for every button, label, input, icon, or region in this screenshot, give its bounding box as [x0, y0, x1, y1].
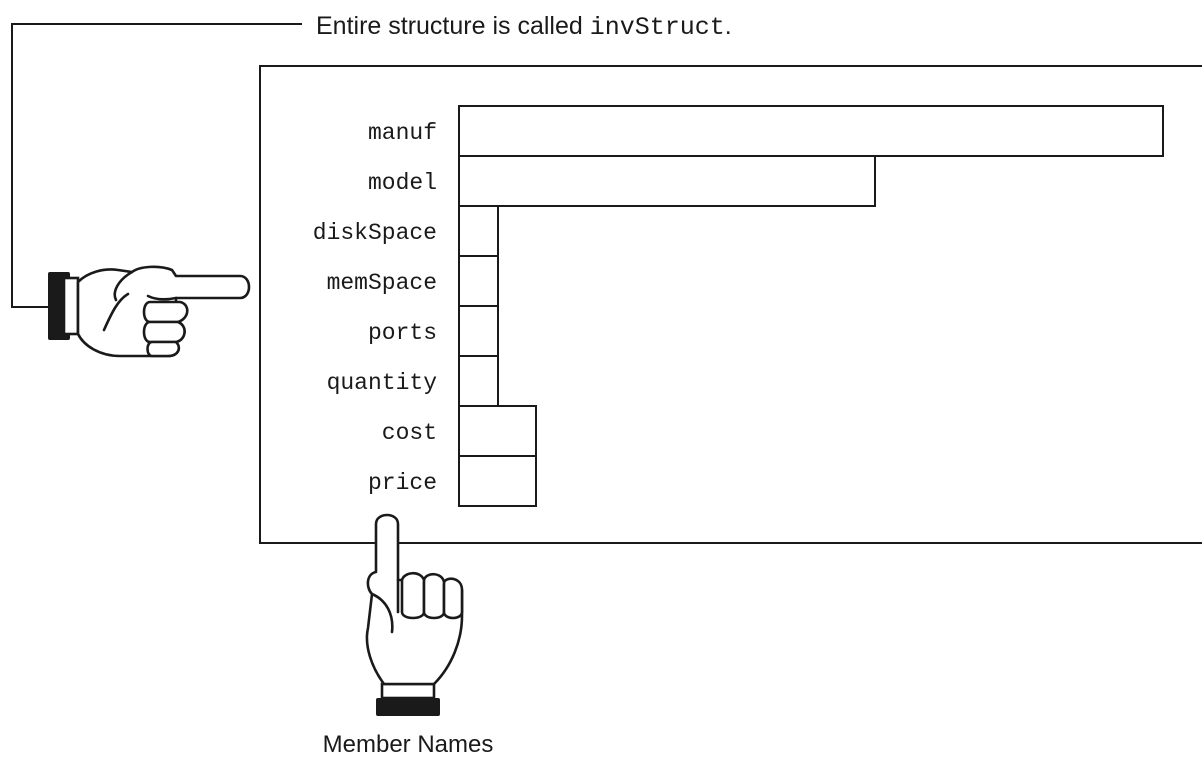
caption-connector-line: [11, 23, 302, 308]
member-row-diskspace: diskSpace: [313, 205, 499, 257]
member-name: ports: [368, 320, 437, 346]
member-names-label: Member Names: [323, 731, 494, 758]
pointing-hand-right-icon: [48, 265, 251, 358]
member-box: [458, 405, 537, 457]
member-box: [458, 355, 499, 407]
member-box: [458, 255, 499, 307]
structure-outline: [259, 65, 1202, 544]
member-row-ports: ports: [368, 305, 499, 357]
member-name: price: [368, 470, 437, 496]
member-box: [458, 205, 499, 257]
member-list: manuf model diskSpace memSpace ports quantity…: [313, 105, 1164, 507]
member-row-model: model: [368, 155, 876, 207]
structure-caption: Entire structure is called invStruct.: [316, 12, 732, 42]
member-row-manuf: manuf: [368, 105, 1164, 157]
member-row-quantity: quantity: [327, 355, 499, 407]
member-row-cost: cost: [382, 405, 537, 457]
member-box: [458, 105, 1164, 157]
caption-suffix: .: [725, 12, 732, 40]
member-name: quantity: [327, 370, 438, 396]
member-box: [458, 455, 537, 507]
member-row-price: price: [368, 455, 537, 507]
member-row-memspace: memSpace: [327, 255, 499, 307]
caption-struct-name: invStruct: [590, 13, 725, 42]
member-name: model: [368, 170, 437, 196]
member-name: memSpace: [327, 270, 437, 296]
caption-prefix: Entire structure is called: [316, 12, 590, 40]
member-name: manuf: [368, 120, 437, 146]
pointing-hand-up-icon: [365, 513, 464, 716]
member-name: cost: [382, 420, 437, 446]
member-name: diskSpace: [313, 220, 437, 246]
member-box: [458, 305, 499, 357]
member-box: [458, 155, 876, 207]
